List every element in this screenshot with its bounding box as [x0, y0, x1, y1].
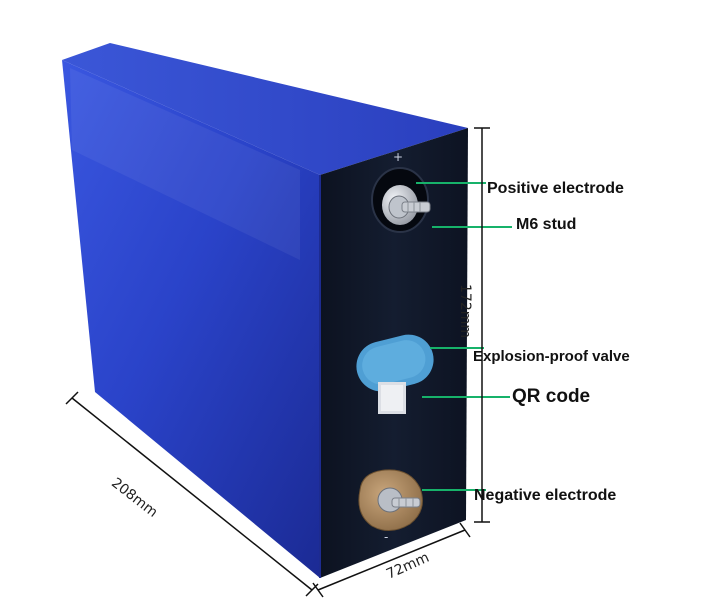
explosion-valve-icon — [356, 334, 434, 392]
positive-terminal-icon — [371, 167, 431, 233]
label-explosion-proof-valve: Explosion-proof valve — [473, 348, 630, 365]
label-positive-electrode: Positive electrode — [487, 180, 624, 197]
dimension-lines — [65, 127, 490, 598]
negative-terminal-icon — [358, 469, 423, 531]
battery-top-face — [62, 43, 468, 175]
label-m6-stud: M6 stud — [516, 216, 577, 233]
label-qr-code: QR code — [512, 386, 591, 407]
dimension-height: 172mm — [457, 284, 473, 338]
positive-sign: + — [393, 150, 404, 164]
battery-highlight — [70, 68, 300, 260]
label-negative-electrode: Negative electrode — [474, 487, 617, 504]
callout-lines — [416, 182, 512, 491]
battery-side-face — [62, 60, 320, 578]
qr-code-icon — [378, 382, 406, 414]
negative-sign: - — [384, 530, 389, 544]
